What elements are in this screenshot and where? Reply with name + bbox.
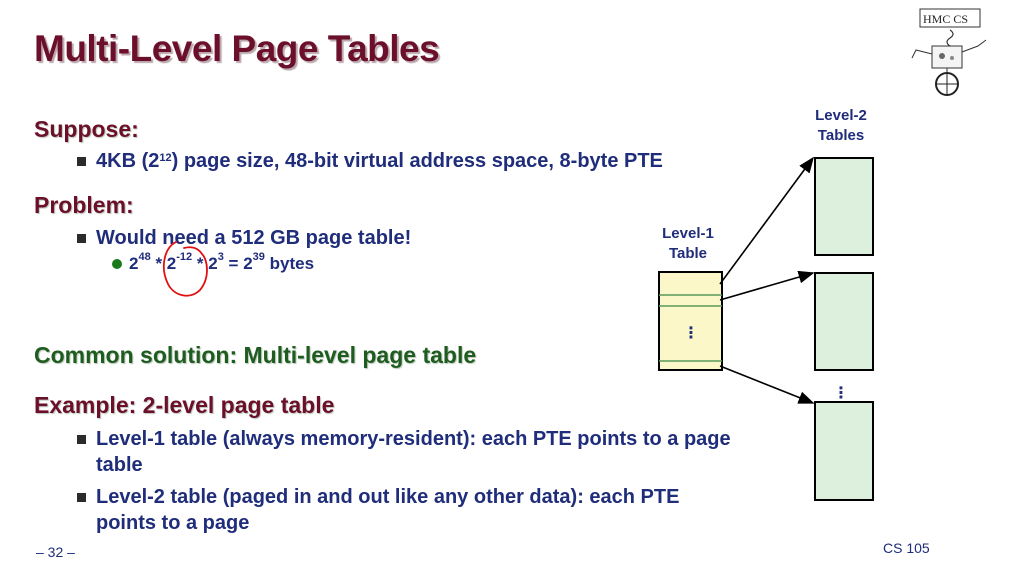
- suppose-item: 4KB (212) page size, 48-bit virtual addr…: [96, 148, 663, 174]
- page-number: – 32 –: [36, 544, 75, 560]
- math-a: 2: [129, 254, 139, 273]
- math-op1: *: [150, 254, 167, 273]
- suppose-heading: Suppose:: [34, 116, 139, 142]
- bullet-square-icon: [77, 493, 86, 502]
- hmc-robot-logo-icon: HMC CS: [906, 6, 996, 98]
- level1-label-line1: Level-1: [662, 225, 714, 242]
- math-c: 2: [208, 254, 218, 273]
- example-item-1: Level-1 table (always memory-resident): …: [96, 428, 731, 476]
- math-c-exp: 3: [217, 251, 224, 263]
- math-d-exp: 39: [252, 251, 265, 263]
- logo-text: HMC CS: [923, 12, 968, 26]
- math-a-exp: 48: [138, 251, 151, 263]
- pointer-arrow-2: [719, 270, 815, 301]
- pointer-arrow-1: [719, 156, 814, 285]
- problem-math: 248 * 2-12 * 23 = 239 bytes: [129, 251, 315, 274]
- pointer-arrow-3: [719, 365, 815, 404]
- level2-label-line1: Level-2: [815, 107, 867, 124]
- solution-heading: Common solution: Multi-level page table: [34, 342, 477, 368]
- level1-table-label: Level-1 Table: [648, 224, 728, 264]
- bullet-square-icon: [77, 157, 86, 166]
- level2-table-3: [814, 401, 874, 501]
- level2-ellipsis: ⋮: [833, 383, 849, 402]
- suppose-item-suffix: ) page size, 48-bit virtual address spac…: [171, 150, 663, 172]
- example-item-2: Level-2 table (paged in and out like any…: [96, 486, 680, 534]
- level1-ellipsis: ⋮: [683, 323, 699, 342]
- level1-label-line2: Table: [668, 245, 708, 262]
- math-b: 2: [166, 254, 177, 273]
- math-d: 2: [243, 254, 253, 273]
- bullet-square-icon: [77, 435, 86, 444]
- level2-table-1: [814, 157, 874, 256]
- problem-heading: Problem:: [34, 192, 134, 218]
- math-eq: =: [223, 254, 244, 273]
- math-unit: bytes: [264, 254, 315, 273]
- bullet-square-icon: [77, 234, 86, 243]
- suppose-item-exp: 12: [159, 152, 172, 164]
- page-table-diagram: ⋮ ⋮: [640, 140, 900, 510]
- bullet-dot-icon: [112, 259, 122, 269]
- example-heading: Example: 2-level page table: [34, 392, 335, 418]
- level2-tables-label: Level-2 Tables: [801, 106, 881, 146]
- course-label: CS 105: [883, 540, 930, 556]
- problem-item: Would need a 512 GB page table!: [96, 227, 412, 249]
- handwritten-annotation-icon: [154, 234, 224, 304]
- level1-table: [658, 271, 723, 371]
- level2-label-line2: Tables: [817, 127, 865, 144]
- level2-table-2: [814, 272, 874, 371]
- math-op2: *: [192, 254, 209, 273]
- math-b-exp: -12: [176, 251, 193, 263]
- slide-title: Multi-Level Page Tables: [34, 28, 440, 69]
- suppose-item-prefix: 4KB (2: [96, 150, 160, 172]
